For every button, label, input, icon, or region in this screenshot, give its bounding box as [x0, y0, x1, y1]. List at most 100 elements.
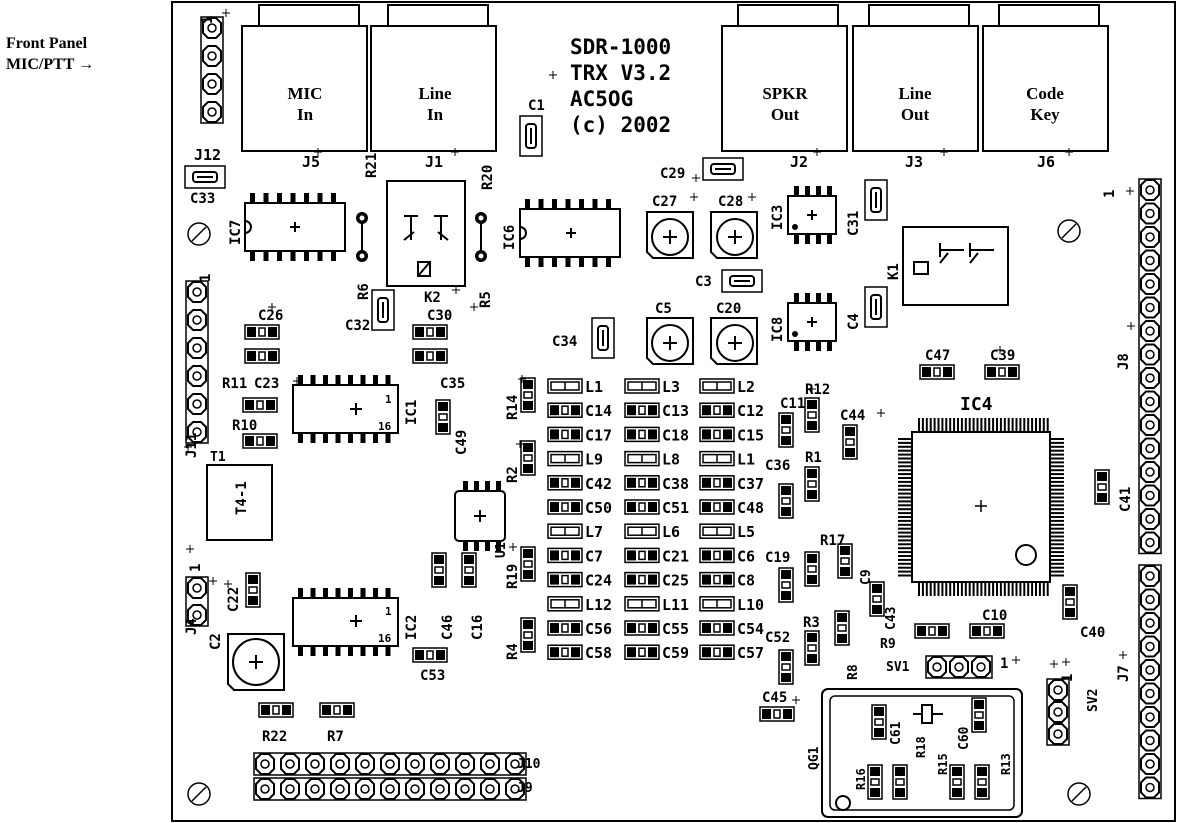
header-pin — [1048, 723, 1068, 745]
ic4-pin — [1042, 418, 1045, 432]
mounting-hole — [1057, 219, 1081, 243]
passive-c30 — [412, 324, 448, 340]
ic4-pin — [1046, 582, 1049, 596]
ic-pin — [552, 199, 557, 209]
grid-label-c8-2: C8 — [737, 572, 755, 590]
grid-label-c50-0: C50 — [585, 499, 612, 517]
ic-pin — [373, 375, 378, 385]
header-pin — [1140, 296, 1160, 319]
label-c29: C29 — [660, 166, 685, 182]
ic6-pins — [525, 199, 611, 267]
jack-j2-ref: J2 — [790, 153, 808, 171]
label-r3: R3 — [803, 615, 820, 631]
ic4-pin — [925, 582, 928, 596]
ic4-pin — [996, 582, 998, 596]
ic-pin — [335, 588, 341, 598]
ic-pin — [463, 541, 468, 551]
ic-pin — [310, 433, 316, 443]
ic-pin — [592, 199, 598, 209]
capacitor-c61 — [871, 704, 887, 740]
jack-j5: MIC In J5 — [241, 4, 368, 171]
header-pin — [1140, 682, 1160, 705]
ic4-pin — [976, 582, 979, 596]
ic4-pin — [918, 418, 920, 432]
grid-label-c42-0: C42 — [585, 475, 612, 493]
grid-label-l12-0: L12 — [585, 596, 612, 614]
ic4-pin — [1050, 562, 1064, 565]
ic4-pin — [1050, 477, 1064, 479]
jack-j1-ref: J1 — [425, 153, 443, 171]
grid-label-c48-2: C48 — [737, 499, 764, 517]
header-pin — [505, 753, 525, 775]
ic4-pin — [898, 492, 912, 495]
header-pin — [1140, 273, 1160, 295]
capacitor-c57 — [699, 644, 735, 660]
sv1-pin1: 1 — [1000, 656, 1008, 672]
ic4-pin — [1050, 535, 1064, 538]
ic4-pin — [992, 418, 995, 432]
capacitor-c40 — [1062, 584, 1078, 620]
label-c11: C11 — [780, 396, 805, 412]
ic3: IC3 — [770, 195, 837, 235]
ic-pin — [827, 234, 832, 244]
jack-j6-ref: J6 — [1037, 153, 1055, 171]
j4-label: J4 — [184, 618, 200, 635]
grid-label-l9-0: L9 — [585, 451, 603, 469]
header-pin — [280, 753, 300, 775]
header-pin — [1140, 343, 1160, 366]
header-pin — [1048, 679, 1068, 701]
jack-j3-line1: Line — [898, 84, 932, 103]
ic4-pin — [1019, 582, 1022, 596]
ic-pin — [317, 193, 323, 203]
passive-c26b — [244, 348, 280, 364]
ic4-pin — [1050, 531, 1064, 534]
grid-label-c17-0: C17 — [585, 426, 612, 444]
ic2-pin16: 16 — [378, 632, 392, 645]
grid-label-c56-0: C56 — [585, 620, 612, 638]
capacitor-c49 — [435, 399, 451, 435]
ic4-pin — [1050, 488, 1064, 491]
capacitor-c10 — [969, 623, 1005, 639]
ic-pin — [538, 199, 544, 209]
label-c40: C40 — [1080, 625, 1105, 641]
ic4-pin — [964, 582, 967, 596]
header-pin — [187, 604, 207, 626]
header-pin — [380, 753, 400, 775]
ic-pin — [794, 293, 799, 303]
so8-pins — [463, 186, 832, 551]
header-pin — [355, 753, 375, 775]
relay-k2: K2 — [386, 180, 466, 306]
ic-pin — [348, 588, 353, 598]
ic4-pin — [921, 418, 924, 432]
ic4-pin — [980, 582, 983, 596]
ic4-pin — [1050, 441, 1064, 444]
header-pin — [1140, 320, 1160, 342]
j11-pin1: 1 — [198, 274, 214, 282]
header-pin — [187, 337, 207, 359]
ic4-pin — [957, 418, 959, 432]
ic4-pin — [937, 418, 940, 432]
label-c23: C23 — [254, 376, 279, 392]
ic4-pin — [1050, 500, 1064, 503]
ic2-pin1: 1 — [385, 605, 392, 618]
resistor-r13 — [974, 764, 990, 800]
ic4-pin — [898, 519, 912, 522]
ic4-pin — [1050, 543, 1064, 546]
ic4-pin — [898, 558, 912, 561]
ic4-pin — [898, 469, 912, 472]
header-pin — [1140, 508, 1160, 530]
capacitor-c25 — [624, 571, 660, 588]
j8-label: J8 — [1116, 353, 1132, 370]
header-j11-pins — [185, 280, 209, 444]
header-pin — [305, 778, 325, 800]
label-c1: C1 — [528, 98, 545, 114]
label-c16: C16 — [470, 615, 486, 640]
capacitor-c24 — [547, 571, 583, 588]
capacitor-c6 — [699, 547, 735, 564]
ic-pin — [323, 375, 328, 385]
ic4-pin — [1050, 473, 1064, 476]
ic4-pin — [1038, 582, 1041, 596]
label-r4: R4 — [505, 643, 521, 660]
header-pin — [280, 778, 300, 800]
header-pin — [1140, 659, 1160, 681]
